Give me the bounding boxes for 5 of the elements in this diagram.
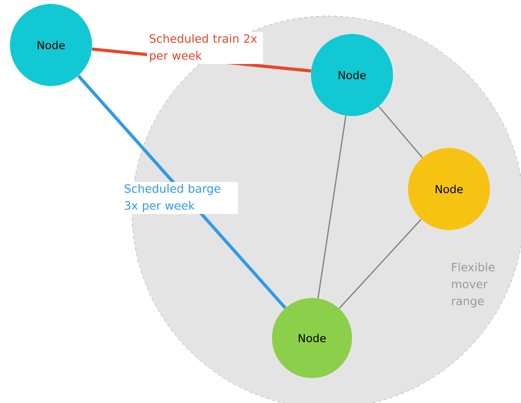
connector (338, 218, 422, 309)
connector (378, 106, 423, 158)
edge-label: Scheduled train 2x per week (147, 32, 263, 64)
edge-label: Scheduled barge 3x per week (122, 182, 238, 214)
connector (317, 116, 346, 298)
